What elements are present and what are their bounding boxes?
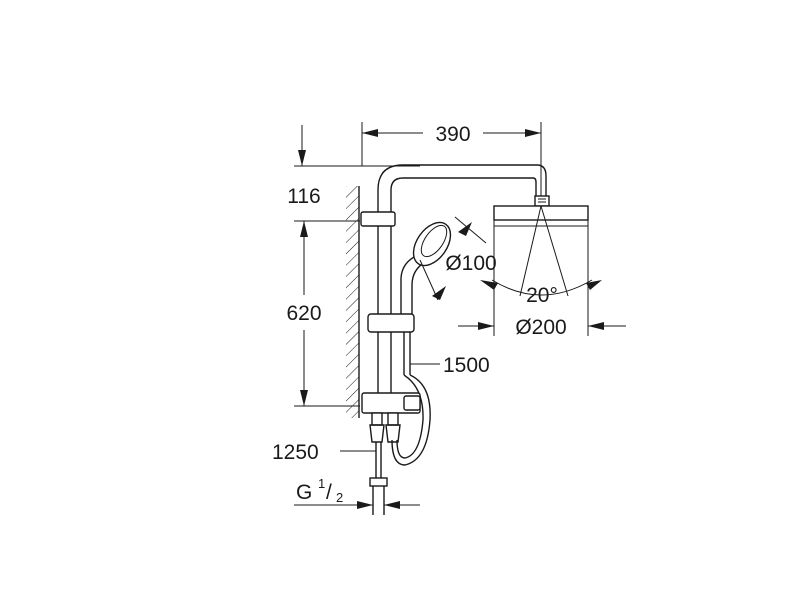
dim-head-shower-diameter: Ø200 — [458, 220, 626, 339]
dim-hose-length: 1500 — [410, 354, 490, 377]
label-connection-slash: / — [326, 481, 332, 504]
diverter-body — [361, 392, 421, 443]
wall — [346, 186, 360, 418]
label-supply-length: 1250 — [272, 441, 319, 464]
dim-arm-length: 390 — [361, 122, 542, 196]
label-connection-num: 1 — [318, 476, 325, 491]
label-hose-length: 1500 — [443, 354, 490, 377]
label-spray-angle: 20° — [526, 284, 558, 307]
head-shower — [493, 195, 589, 227]
wall-bracket — [360, 211, 396, 227]
label-head-shower-diameter: Ø200 — [515, 316, 566, 339]
label-arm-length: 390 — [435, 123, 470, 146]
label-connection-letter: G — [296, 481, 312, 504]
hand-shower — [400, 221, 452, 319]
label-rail-height: 620 — [286, 302, 321, 325]
label-top-offset: 116 — [287, 185, 320, 208]
hand-shower-holder — [367, 313, 415, 333]
dim-connection: G 1 / 2 — [294, 476, 420, 509]
dim-hand-shower-diameter: Ø100 — [419, 216, 497, 301]
label-hand-shower-diameter: Ø100 — [445, 252, 496, 275]
dim-supply-length: 1250 — [272, 441, 376, 464]
dim-top-offset: 116 — [287, 125, 420, 208]
label-connection-den: 2 — [336, 490, 343, 505]
dim-rail-height: 620 — [286, 220, 360, 407]
supply-hose — [369, 442, 388, 515]
